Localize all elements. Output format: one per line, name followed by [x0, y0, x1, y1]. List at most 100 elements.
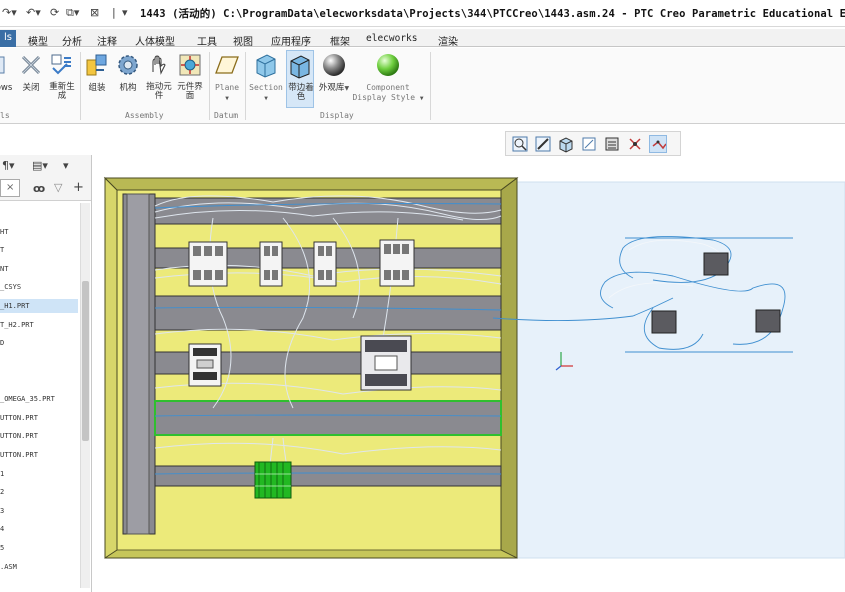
ribbon-tab-bar: ls 模型 分析 注释 人体模型 工具 视图 应用程序 框架 elecworks… — [0, 29, 845, 48]
terminal-block[interactable] — [254, 461, 292, 499]
tree-item[interactable]: 1 — [0, 470, 5, 478]
tab-manikin[interactable]: 人体模型 — [135, 37, 175, 48]
tree-item[interactable]: HT — [0, 228, 9, 236]
tree-item[interactable]: 2 — [0, 488, 5, 496]
display-style-sphere-icon — [375, 52, 401, 78]
tree-item[interactable]: T_H2.PRT — [0, 321, 34, 329]
tree-settings-icon[interactable]: ¶▾ — [2, 159, 15, 172]
undo-icon[interactable]: ↶▾ — [26, 6, 41, 19]
tree-filter-clear-icon[interactable]: × — [0, 179, 20, 197]
model-tree-toolbar: ¶▾ ▤▾ ▾ × ꝏ ▽ + — [0, 155, 91, 201]
regenerate-icon — [49, 52, 75, 78]
tab-applications[interactable]: 应用程序 — [271, 37, 311, 48]
cable-block-3[interactable] — [755, 309, 781, 333]
tree-item[interactable]: UTTON.PRT — [0, 432, 38, 440]
shaded-with-edges-button[interactable]: 带边着色 — [286, 50, 314, 108]
tab-elecworks[interactable]: elecworks — [366, 33, 418, 44]
filter-icon[interactable]: ▽ — [54, 181, 63, 194]
plane-icon — [214, 52, 240, 78]
overload-relay[interactable] — [360, 335, 412, 391]
regenerate-button[interactable]: 重新生成 — [48, 52, 76, 101]
sphere-icon — [321, 52, 347, 78]
cable-block-2[interactable] — [651, 310, 677, 334]
tab-tools-menu[interactable]: 工具 — [197, 37, 217, 48]
tree-columns-icon[interactable]: ▤▾ — [32, 159, 48, 172]
title-bar: ↷▾ ↶▾ ⟳ ⧉▾ ⊠ | ▾ 1443 (活动的) C:\ProgramDa… — [0, 0, 845, 27]
coordinate-system-icon — [555, 352, 573, 371]
tree-item[interactable]: UTTON.PRT — [0, 414, 38, 422]
separator-icon: | — [112, 6, 116, 19]
section-icon — [253, 52, 279, 78]
component-interface-button[interactable]: 元件界面 — [176, 52, 204, 101]
mechanism-button[interactable]: 机构 — [114, 52, 142, 93]
tab-framework[interactable]: 框架 — [330, 37, 350, 48]
plane-button[interactable]: Plane▼ — [212, 52, 242, 104]
zoom-in-icon[interactable] — [534, 135, 552, 153]
display-style-icon[interactable] — [603, 135, 621, 153]
find-icon[interactable]: ꝏ — [33, 182, 46, 195]
ribbon-separator — [245, 52, 246, 120]
contactor-1[interactable] — [188, 241, 228, 287]
window-title: 1443 (活动的) C:\ProgramData\elecworksdata\… — [140, 8, 845, 20]
redo-icon[interactable]: ↷▾ — [2, 6, 17, 19]
wire-harness-blue — [154, 203, 674, 475]
shaded-edges-icon — [287, 53, 313, 79]
assemble-icon — [84, 52, 110, 78]
cable-block-1[interactable] — [703, 252, 729, 276]
windows-button[interactable]: ows — [0, 52, 14, 93]
tab-analysis[interactable]: 分析 — [62, 37, 82, 48]
contactor-3[interactable] — [188, 343, 222, 387]
refit-icon[interactable] — [511, 135, 529, 153]
tree-more-icon[interactable]: ▾ — [63, 159, 69, 172]
model-tree-panel: ¶▾ ▤▾ ▾ × ꝏ ▽ + HT T NT _CSYS _H1.PRT T_… — [0, 155, 92, 592]
windows-icon — [0, 52, 20, 78]
tree-item[interactable]: D — [0, 339, 5, 347]
group-label-assembly: Assembly — [125, 111, 164, 120]
group-label-window: ls — [0, 111, 10, 120]
tree-item[interactable]: _OMEGA_35.PRT — [0, 395, 55, 403]
close-button[interactable]: 关闭 — [16, 52, 46, 93]
ribbon-separator — [430, 52, 431, 120]
vertical-cable-duct — [122, 193, 156, 535]
tree-item-selected[interactable]: _H1.PRT — [0, 299, 78, 313]
datum-display-filters-icon[interactable] — [626, 135, 644, 153]
tree-item[interactable]: 4 — [0, 525, 5, 533]
tree-item[interactable]: 3 — [0, 507, 5, 515]
saved-orientations-icon[interactable] — [557, 135, 575, 153]
graphics-window[interactable] — [93, 158, 845, 592]
tree-scrollbar[interactable] — [80, 203, 90, 588]
graphics-toolbar — [505, 131, 681, 156]
tree-item[interactable]: NT — [0, 265, 9, 273]
assemble-button[interactable]: 组装 — [84, 52, 110, 93]
tree-scrollbar-thumb[interactable] — [82, 281, 89, 441]
tree-item[interactable]: _CSYS — [0, 283, 22, 291]
close-icon — [18, 52, 44, 78]
drag-components-button[interactable]: 拖动元件 — [146, 52, 172, 101]
background-pane — [516, 181, 845, 559]
regenerate-icon[interactable]: ⟳ — [50, 6, 60, 19]
tab-tools[interactable]: ls — [0, 30, 16, 47]
close-window-icon[interactable]: ⊠ — [90, 6, 100, 19]
tree-item[interactable]: .ASM — [0, 563, 17, 571]
add-icon[interactable]: + — [73, 180, 84, 195]
windows-icon[interactable]: ⧉▾ — [66, 6, 80, 19]
tab-render[interactable]: 渲染 — [438, 37, 458, 48]
tree-item[interactable]: UTTON.PRT — [0, 451, 38, 459]
ribbon: ows 关闭 重新生成 组装 机构 拖动元件 — [0, 48, 845, 124]
tab-model[interactable]: 模型 — [28, 37, 48, 48]
tree-item[interactable]: 5 — [0, 544, 5, 552]
tab-view[interactable]: 视图 — [233, 37, 253, 48]
breaker-1[interactable] — [259, 241, 283, 287]
appearance-library-button[interactable]: 外观库▼ — [318, 52, 350, 94]
breaker-2[interactable] — [313, 241, 337, 287]
contactor-2[interactable] — [379, 239, 415, 287]
section-button[interactable]: Section▼ — [248, 52, 284, 104]
quick-access-menu-icon[interactable]: ▾ — [122, 6, 128, 19]
annotation-display-icon[interactable] — [649, 135, 667, 153]
tab-annotate[interactable]: 注释 — [97, 37, 117, 48]
hand-icon — [146, 52, 172, 78]
tree-item[interactable]: T — [0, 246, 5, 254]
repaint-icon[interactable] — [580, 135, 598, 153]
ribbon-separator — [209, 52, 210, 120]
